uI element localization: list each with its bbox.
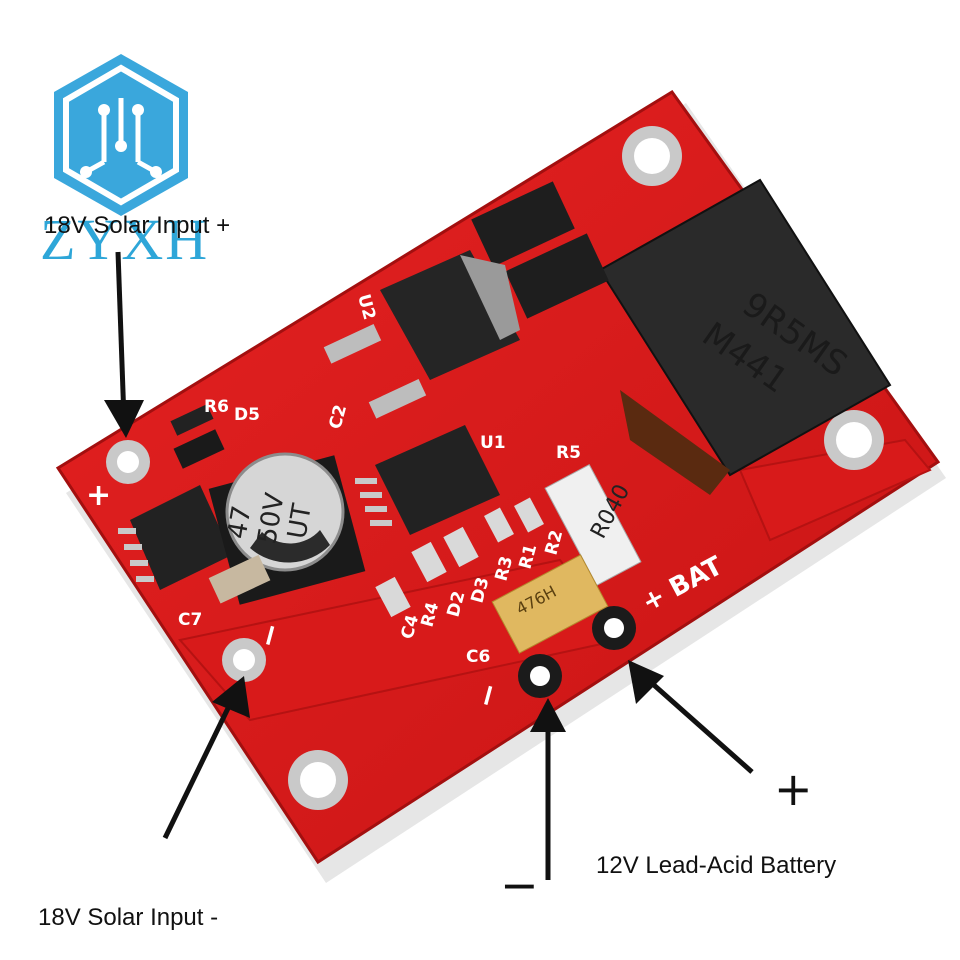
arrow-solar-plus xyxy=(115,251,127,421)
resistor-r6 xyxy=(170,404,214,436)
resistor-r5 xyxy=(544,464,642,586)
solar-plus-label: 18V Solar Input + xyxy=(44,212,231,239)
ic-left xyxy=(118,485,232,590)
battery-minus-sign: − xyxy=(500,858,539,912)
cap-value-3: UT xyxy=(282,502,318,542)
mounting-hole-top-right xyxy=(622,126,682,186)
solar-plus-pad xyxy=(106,440,150,484)
zyxh-logo-icon xyxy=(54,54,188,216)
ic-u1 xyxy=(355,425,500,535)
inductor: 9R5MS M441 xyxy=(598,178,892,495)
small-resistors xyxy=(375,497,544,618)
diode-top-2 xyxy=(505,233,609,319)
silk-r5: R5 xyxy=(556,443,581,463)
battery-minus-pad xyxy=(518,654,562,698)
regulator-u2 xyxy=(323,250,520,419)
mounting-hole-right xyxy=(824,410,884,470)
diode-top-1 xyxy=(471,181,575,267)
capacitor-c7 xyxy=(208,554,271,604)
silk-d5: D5 xyxy=(234,405,260,425)
annotation-arrows xyxy=(104,251,754,880)
silk-r6: R6 xyxy=(204,397,229,417)
battery-label: 12V Lead-Acid Battery xyxy=(596,852,837,879)
tantalum-capacitor-c6 xyxy=(491,554,609,654)
diode-d5 xyxy=(173,429,225,469)
arrow-battery-plus xyxy=(644,676,754,774)
silk-u1: U1 xyxy=(480,433,506,453)
brand-watermark: ZYXH xyxy=(40,207,210,272)
solar-minus-pad xyxy=(222,638,266,682)
solar-minus-label: 18V Solar Input - xyxy=(38,904,219,931)
silk-c6: C6 xyxy=(466,647,490,667)
silk-plus: + xyxy=(86,478,111,513)
cap-value-1: 47 xyxy=(222,503,257,541)
arrow-solar-minus xyxy=(162,698,235,840)
battery-plus-sign: + xyxy=(774,762,813,816)
mounting-hole-bottom-left xyxy=(288,750,348,810)
silk-c7: C7 xyxy=(178,610,202,630)
battery-plus-pad xyxy=(592,606,636,650)
